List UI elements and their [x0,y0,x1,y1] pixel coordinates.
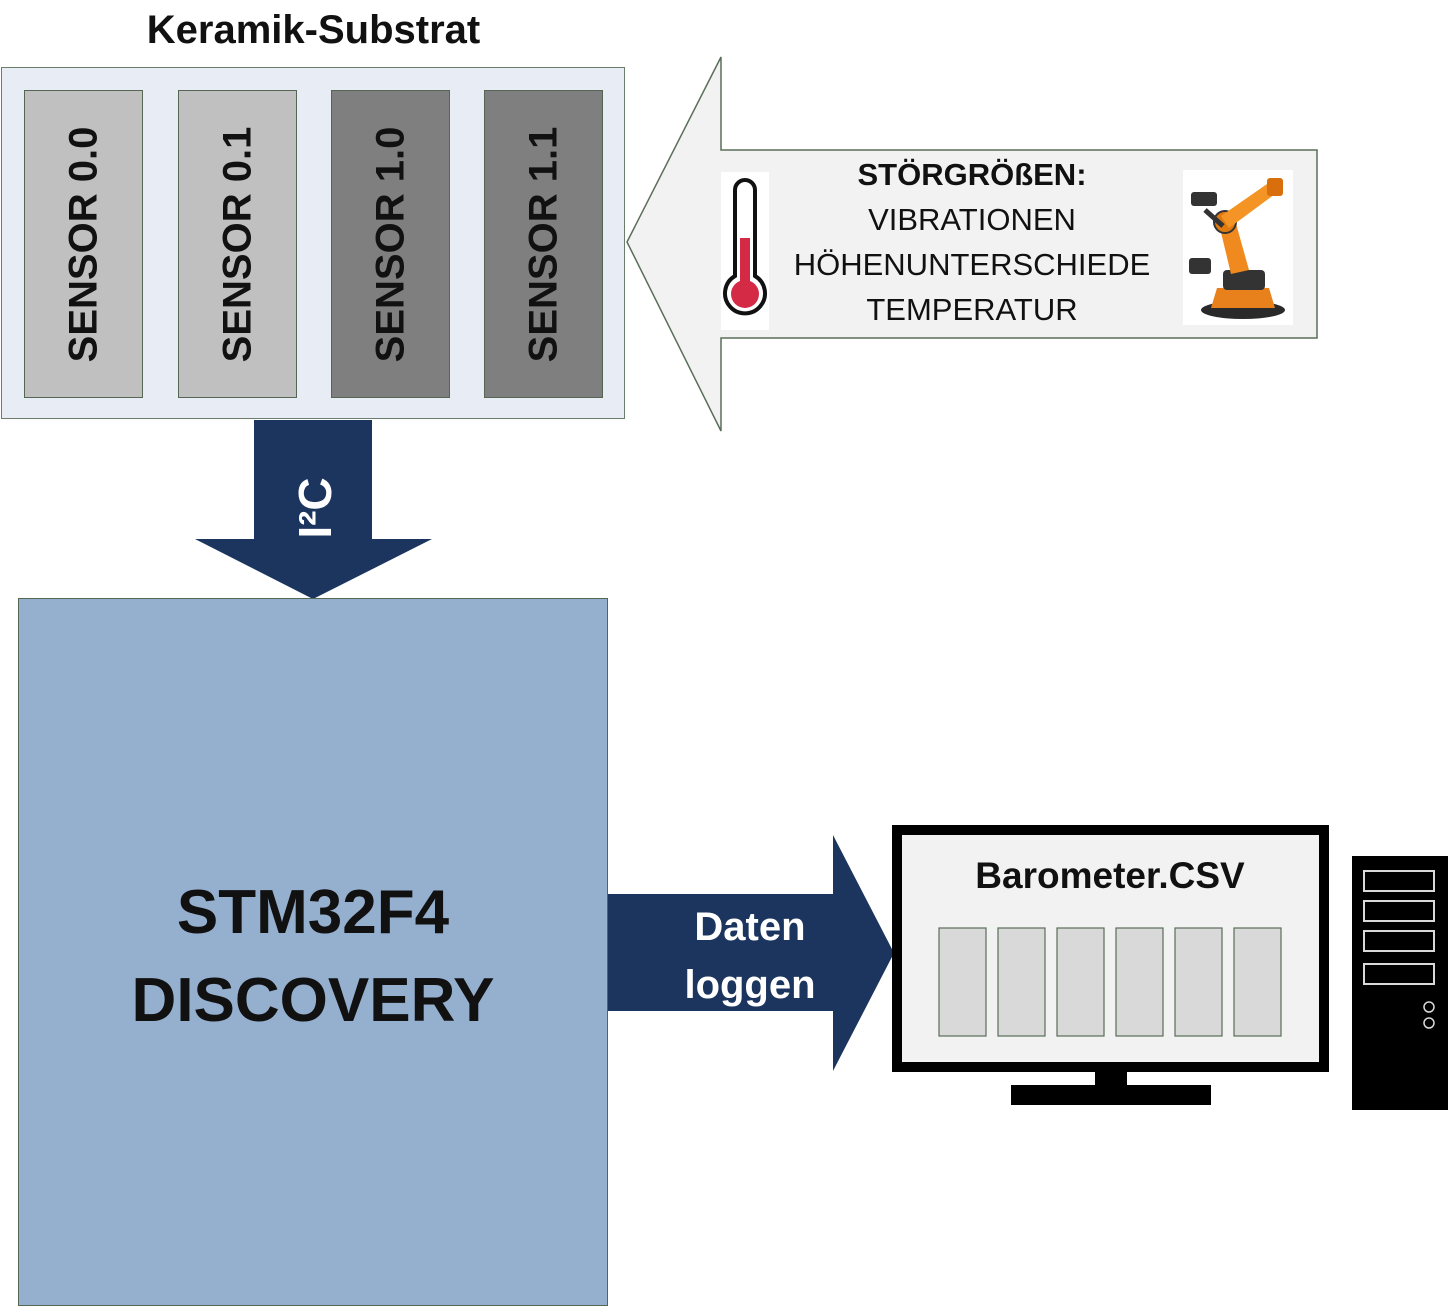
sensor-label: SENSOR 1.0 [368,126,412,362]
disturbance-arrow [626,56,1318,432]
logging-label: Daten loggen [650,898,850,1014]
substrate-title: Keramik-Substrat [146,8,481,52]
csv-column [1233,927,1282,1037]
sensor-box-1-0: SENSOR 1.0 [331,90,450,398]
pc-tower-icon [1352,856,1448,1110]
stm32-discovery-board: STM32F4 DISCOVERY [18,598,608,1306]
industrial-robot-icon [1183,170,1293,325]
sensor-box-0-1: SENSOR 0.1 [178,90,297,398]
csv-column [997,927,1046,1037]
csv-column [1115,927,1164,1037]
sensor-box-1-1: SENSOR 1.1 [484,90,603,398]
csv-file-name: Barometer.CSV [975,855,1245,896]
sensor-box-0-0: SENSOR 0.0 [24,90,143,398]
disturbance-list: STÖRGRÖßEN: VIBRATIONEN HÖHENUNTERSCHIED… [770,152,1174,332]
logging-label-line1: Daten [694,905,806,949]
disturbance-item-temperature: TEMPERATUR [866,292,1078,327]
monitor-icon [892,825,1329,1105]
controller-name: STM32F4 [176,878,450,947]
ceramic-substrate: SENSOR 0.0 SENSOR 0.1 SENSOR 1.0 SENSOR … [1,67,625,419]
csv-columns [938,927,1282,1037]
logging-label-line2: loggen [684,963,816,1007]
disturbance-item-vibrations: VIBRATIONEN [868,202,1076,237]
sensor-label: SENSOR 0.1 [215,126,259,362]
csv-column [938,927,987,1037]
csv-column [1174,927,1223,1037]
csv-column [1056,927,1105,1037]
i2c-bus-arrow [195,420,432,599]
i2c-label: I²C [289,477,341,539]
controller-variant: DISCOVERY [131,966,495,1035]
disturbance-title: STÖRGRÖßEN: [857,157,1087,192]
data-logging-arrow [608,835,894,1071]
disturbance-item-height-differences: HÖHENUNTERSCHIEDE [793,247,1151,282]
sensor-label: SENSOR 0.0 [61,126,105,362]
thermometer-icon [721,172,769,330]
sensor-label: SENSOR 1.1 [521,126,565,362]
controller-label: STM32F4 DISCOVERY [132,869,495,1045]
